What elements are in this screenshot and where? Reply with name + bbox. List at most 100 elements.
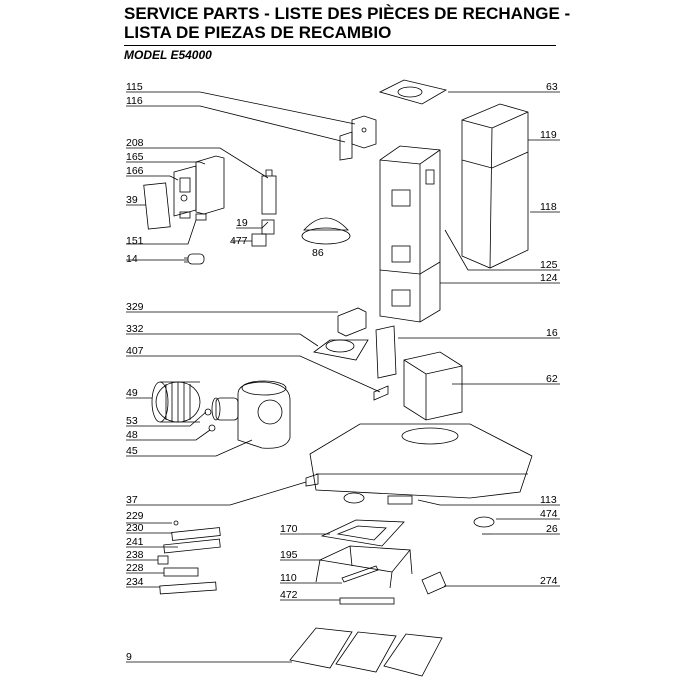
part-119-118-chimney-cover: [461, 103, 529, 269]
leader-115: [126, 91, 356, 125]
label-115: 115: [126, 81, 143, 93]
label-407: 407: [126, 345, 144, 357]
label-62: 62: [546, 373, 558, 385]
label-166: 166: [126, 165, 144, 177]
leader-165: [126, 161, 206, 165]
label-274: 274: [540, 575, 558, 587]
label-86: 86: [312, 247, 324, 259]
part-control-label: [387, 495, 413, 505]
label-234: 234: [126, 576, 144, 588]
label-229: 229: [126, 510, 144, 522]
part-19-bracket: [261, 219, 275, 235]
label-124: 124: [540, 272, 558, 284]
leader-166: [126, 175, 179, 181]
page-title: SERVICE PARTS - LISTE DES PIÈCES DE RECH…: [124, 4, 570, 42]
part-45-blower-housing: [237, 380, 291, 449]
label-165: 165: [126, 151, 144, 163]
label-53: 53: [126, 415, 138, 427]
leader-45: [126, 439, 253, 457]
label-241: 241: [126, 536, 144, 548]
leader-48: [126, 429, 211, 441]
label-39: 39: [126, 194, 138, 206]
label-19: 19: [236, 217, 248, 229]
title-line-1: SERVICE PARTS - LISTE DES PIÈCES DE RECH…: [124, 4, 571, 23]
part-light-center: [343, 492, 365, 504]
title-rule: [124, 45, 556, 46]
part-62-duct: [403, 351, 463, 421]
leader-125: [444, 229, 560, 271]
part-151-connectors: [179, 211, 207, 221]
label-119: 119: [540, 129, 557, 141]
part-170-frame: [320, 519, 405, 547]
leader-332: [126, 333, 319, 347]
leader-116: [126, 105, 346, 143]
label-477: 477: [230, 235, 248, 247]
part-230-board: [171, 527, 221, 541]
label-48: 48: [126, 429, 138, 441]
part-472-strip: [339, 597, 395, 605]
label-329: 329: [126, 301, 144, 313]
label-195: 195: [280, 549, 298, 561]
label-26: 26: [546, 523, 558, 535]
part-chimney-inner-frame: [379, 145, 441, 323]
part-238-switch: [157, 555, 169, 565]
leader-53: [126, 411, 207, 427]
part-number-labels: 115 116 208 165 166 39 19 477 151 14 86 …: [126, 81, 558, 663]
part-37-clip: [305, 473, 319, 487]
label-113: 113: [540, 494, 557, 506]
label-472: 472: [280, 589, 298, 601]
label-238: 238: [126, 549, 144, 561]
part-motor: [211, 397, 239, 421]
part-195-support-frame: [315, 545, 413, 589]
part-329-bracket: [337, 307, 367, 337]
label-45: 45: [126, 445, 138, 457]
leader-208: [126, 147, 269, 179]
part-115-116-bracket: [339, 115, 377, 161]
label-228: 228: [126, 562, 144, 574]
leader-37: [126, 481, 307, 506]
part-53-nut: [204, 408, 212, 416]
label-474: 474: [540, 508, 558, 520]
part-110-bar: [341, 565, 379, 583]
part-407-clip: [373, 385, 389, 401]
model-label: MODEL E54000: [124, 48, 212, 62]
label-9: 9: [126, 651, 132, 663]
part-49-blower-wheel: [151, 381, 201, 423]
label-151: 151: [126, 235, 144, 247]
label-63: 63: [546, 81, 558, 93]
part-63-top-bracket: [378, 79, 448, 105]
part-86-lamp-cover: [301, 217, 351, 245]
part-332-damper: [313, 339, 369, 361]
label-208: 208: [126, 137, 144, 149]
part-48-washer: [208, 424, 216, 432]
part-241-board: [163, 538, 221, 554]
label-116: 116: [126, 95, 143, 107]
part-14-capacitor: [184, 253, 205, 265]
part-229-screw: [173, 520, 179, 526]
label-230: 230: [126, 522, 144, 534]
label-14: 14: [126, 253, 138, 265]
part-228-switches: [163, 567, 199, 577]
part-274-connector: [421, 571, 447, 595]
leader-113: [417, 499, 560, 506]
part-208-module: [261, 169, 277, 215]
part-474-light: [473, 516, 495, 528]
part-39-panel: [143, 182, 171, 230]
label-170: 170: [280, 523, 298, 535]
part-165-166-control-box: [173, 155, 225, 217]
part-477-plate: [251, 233, 267, 247]
label-49: 49: [126, 387, 138, 399]
label-125: 125: [540, 259, 558, 271]
label-16: 16: [546, 327, 558, 339]
part-113-hood-body: [309, 423, 533, 499]
leader-407: [126, 355, 381, 393]
part-9-grease-filters: [289, 627, 443, 677]
leader-151: [126, 219, 197, 245]
label-332: 332: [126, 323, 144, 335]
title-line-2: LISTA DE PIEZAS DE RECAMBIO: [124, 23, 392, 42]
label-110: 110: [280, 572, 297, 584]
part-234-panel: [159, 581, 217, 595]
label-37: 37: [126, 494, 138, 506]
label-118: 118: [540, 201, 557, 213]
